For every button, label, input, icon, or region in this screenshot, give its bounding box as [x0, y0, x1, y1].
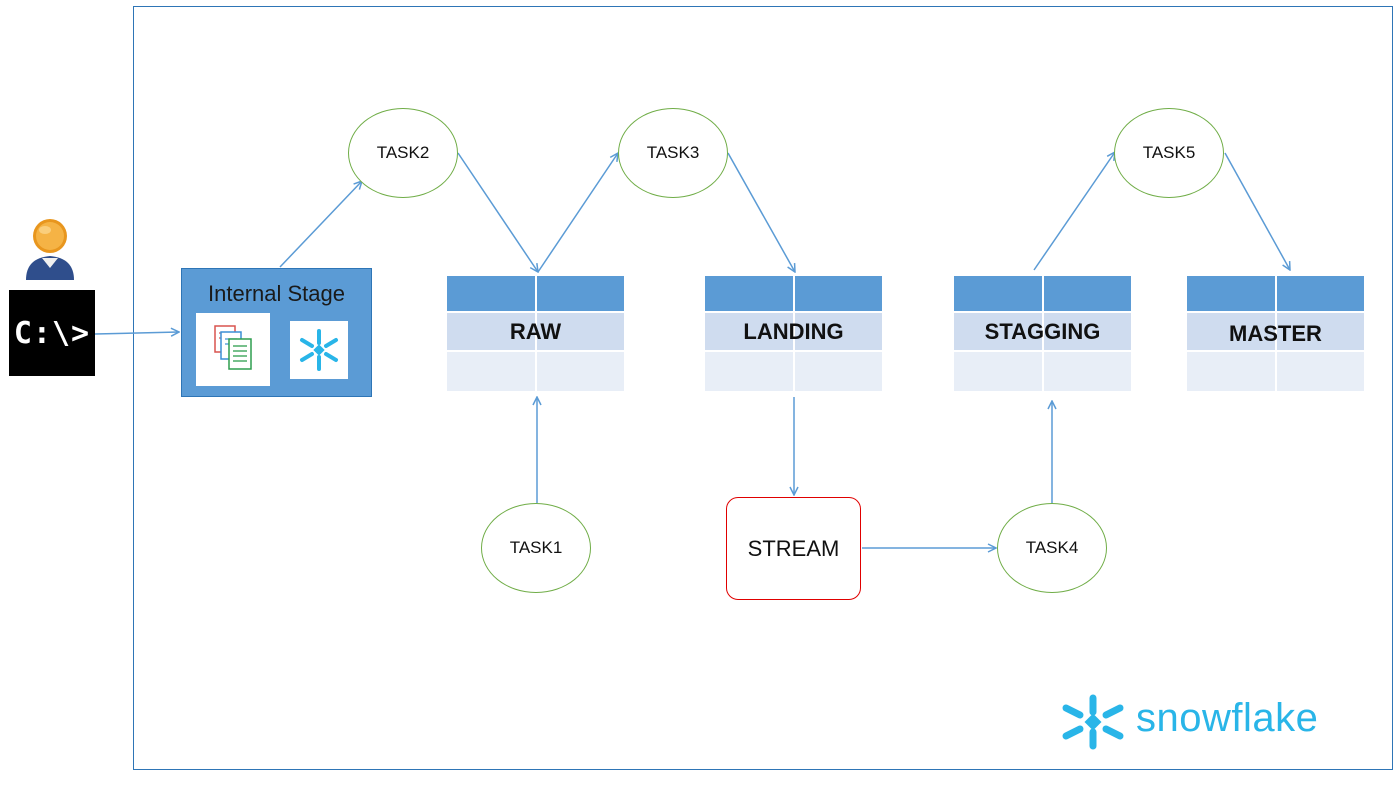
- internal-stage: Internal Stage: [181, 268, 372, 397]
- task1-node: TASK1: [481, 503, 591, 593]
- snowflake-icon: [290, 321, 348, 379]
- diagram-frame: [133, 6, 1393, 770]
- task4-label: TASK4: [1025, 538, 1079, 557]
- task2-node: TASK2: [348, 108, 458, 198]
- user-icon: [26, 219, 74, 280]
- task5-node: TASK5: [1114, 108, 1224, 198]
- task5-label: TASK5: [1142, 143, 1196, 162]
- task3-label: TASK3: [646, 143, 700, 162]
- internal-stage-title: Internal Stage: [208, 281, 345, 306]
- cli-prompt: C:\>: [13, 315, 91, 351]
- task1-label: TASK1: [509, 538, 563, 557]
- snowflake-logo-icon: [1062, 694, 1124, 750]
- table-raw: RAW: [447, 276, 624, 392]
- table-landing-label: LANDING: [743, 318, 844, 344]
- task4-node: TASK4: [997, 503, 1107, 593]
- snowflake-logo-text: snowflake: [1136, 696, 1319, 740]
- table-master: MASTER: [1187, 276, 1364, 392]
- stream-label: STREAM: [747, 535, 840, 561]
- command-line-icon: C:\>: [9, 290, 95, 376]
- table-raw-label: RAW: [509, 318, 562, 344]
- table-stagging: STAGGING: [954, 276, 1131, 392]
- task3-node: TASK3: [618, 108, 728, 198]
- table-landing: LANDING: [705, 276, 882, 392]
- table-stagging-label: STAGGING: [984, 318, 1101, 344]
- table-master-label: MASTER: [1229, 320, 1322, 346]
- snowflake-logo: snowflake: [1056, 694, 1376, 750]
- files-icon: [196, 313, 270, 386]
- task2-label: TASK2: [376, 143, 430, 162]
- stream-node: STREAM: [726, 497, 861, 600]
